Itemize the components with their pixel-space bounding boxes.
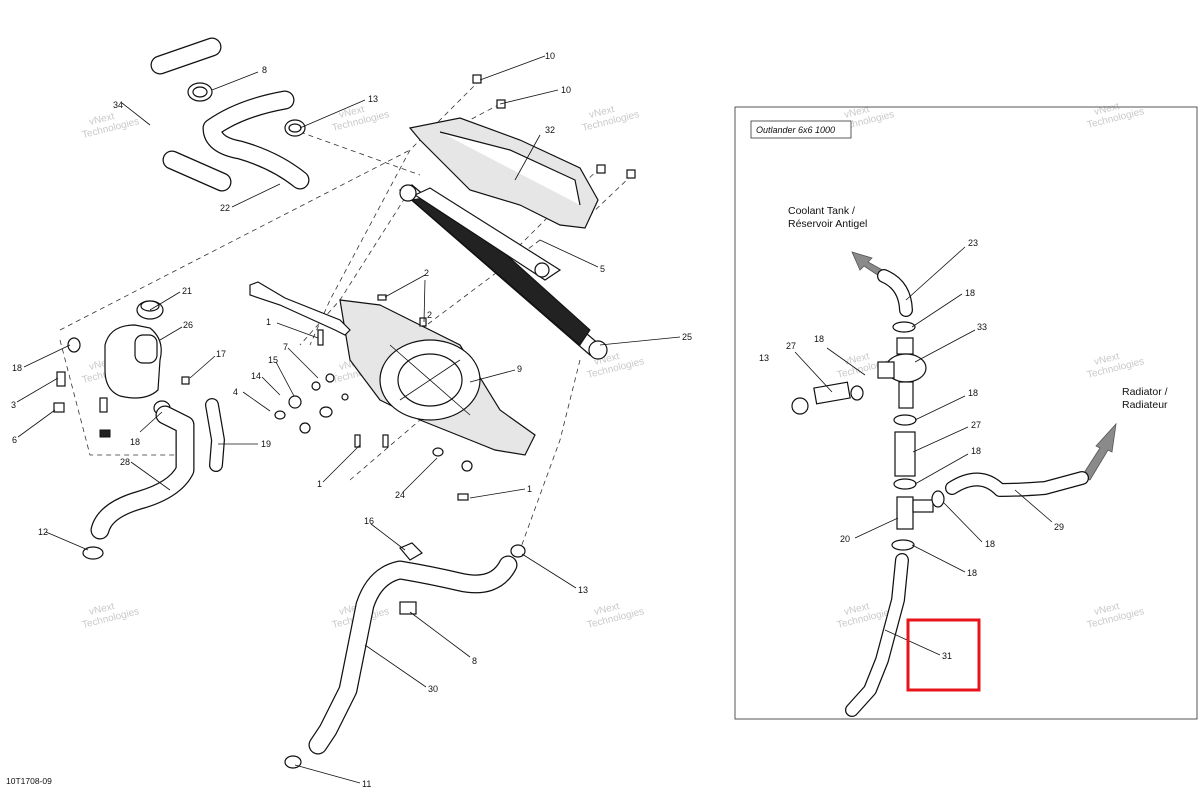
coolant-tank-26	[104, 324, 162, 399]
figure-code: 10T1708-09	[6, 776, 52, 786]
inset-title: Outlander 6x6 1000	[756, 125, 835, 135]
radiator-label-fr: Radiateur	[1122, 399, 1168, 411]
callout-label: 32	[545, 125, 555, 135]
hose-22	[202, 90, 310, 190]
callout-label: 34	[113, 100, 123, 110]
watermark: vNext Technologies	[81, 111, 140, 141]
callout-label: 13	[578, 585, 588, 595]
radiator-upper-bracket-32	[408, 117, 599, 229]
callout-label: 12	[38, 527, 48, 537]
callout-label: 28	[120, 457, 130, 467]
hose-30	[308, 555, 518, 755]
callout-label: 24	[395, 490, 405, 500]
callout-label: 10	[545, 51, 555, 61]
clamp-8-top	[187, 82, 213, 102]
hose-34	[150, 37, 232, 192]
inset-title-box	[750, 120, 852, 139]
callout-label: 25	[682, 332, 692, 342]
callout-label: 2	[427, 310, 432, 320]
watermark: vNext Technologies	[81, 601, 140, 631]
callout-label: 1	[317, 479, 322, 489]
callout-label: 15	[268, 355, 278, 365]
callout-label: 5	[600, 264, 605, 274]
main-callouts: 10 10 8 34 13 32 22 5 21 2 2 26 25 18 1 …	[11, 51, 692, 789]
callout-label: 19	[261, 439, 271, 449]
callout-label: 18	[12, 363, 22, 373]
coolant-tank-label: Coolant Tank /	[788, 205, 855, 217]
callout-label: 31	[942, 651, 952, 661]
coolant-tank-label-fr: Réservoir Antigel	[788, 218, 867, 230]
callout-label: 33	[977, 322, 987, 332]
small-hardware-left	[53, 337, 190, 438]
callout-label: 18	[130, 437, 140, 447]
callout-label: 13	[368, 94, 378, 104]
callout-label: 22	[220, 203, 230, 213]
callout-label: 18	[967, 568, 977, 578]
watermark: vNext Technologies	[1086, 351, 1145, 381]
callout-label: 9	[517, 364, 522, 374]
callout-label: 21	[182, 286, 192, 296]
hose-28	[90, 405, 195, 540]
callout-label: 27	[971, 420, 981, 430]
watermark: vNext Technologies	[586, 601, 645, 631]
fan-shroud-9	[339, 299, 536, 456]
callout-label: 3	[11, 400, 16, 410]
clamps-lower	[284, 542, 526, 769]
callout-label: 11	[362, 779, 371, 789]
callout-label: 2	[424, 268, 429, 278]
tube-19	[205, 398, 225, 472]
callout-label: 26	[183, 320, 193, 330]
clamp-13-top	[284, 119, 306, 137]
watermark: vNext Technologies	[1086, 101, 1145, 131]
callout-label: 7	[283, 342, 288, 352]
callout-label: 20	[840, 534, 850, 544]
radiator-25	[398, 184, 608, 360]
inset-panel: Outlander 6x6 1000 Coolant Tank / Réserv…	[734, 106, 1198, 720]
callout-label: 18	[965, 288, 975, 298]
callout-label: 16	[364, 516, 374, 526]
callout-label: 18	[968, 388, 978, 398]
highlight-box	[906, 618, 981, 692]
callout-label: 27	[786, 341, 796, 351]
flow-arrow-radiator	[1081, 422, 1117, 481]
callout-label: 1	[527, 484, 532, 494]
callout-label: 6	[12, 435, 17, 445]
callout-label: 10	[561, 85, 571, 95]
callout-label: 23	[968, 238, 978, 248]
callout-label: 8	[262, 65, 267, 75]
watermarks: vNext Technologies vNext Technologies vN…	[81, 101, 1145, 631]
callout-label: 8	[472, 656, 477, 666]
callout-label: 1	[266, 317, 271, 327]
callout-label: 18	[971, 446, 981, 456]
radiator-label: Radiator /	[1122, 386, 1168, 398]
callout-label: 30	[428, 684, 438, 694]
watermark: vNext Technologies	[1086, 601, 1145, 631]
callout-label: 18	[814, 334, 824, 344]
callout-label: 14	[251, 371, 261, 381]
callout-label: 29	[1054, 522, 1064, 532]
callout-label: 4	[233, 387, 238, 397]
callout-label: 18	[985, 539, 995, 549]
callout-label: 17	[216, 349, 226, 359]
watermark: vNext Technologies	[581, 104, 640, 134]
watermark: vNext Technologies	[331, 104, 390, 134]
callout-label: 13	[759, 353, 769, 363]
small-hardware-center	[274, 74, 636, 501]
bracket-wire	[249, 281, 351, 336]
